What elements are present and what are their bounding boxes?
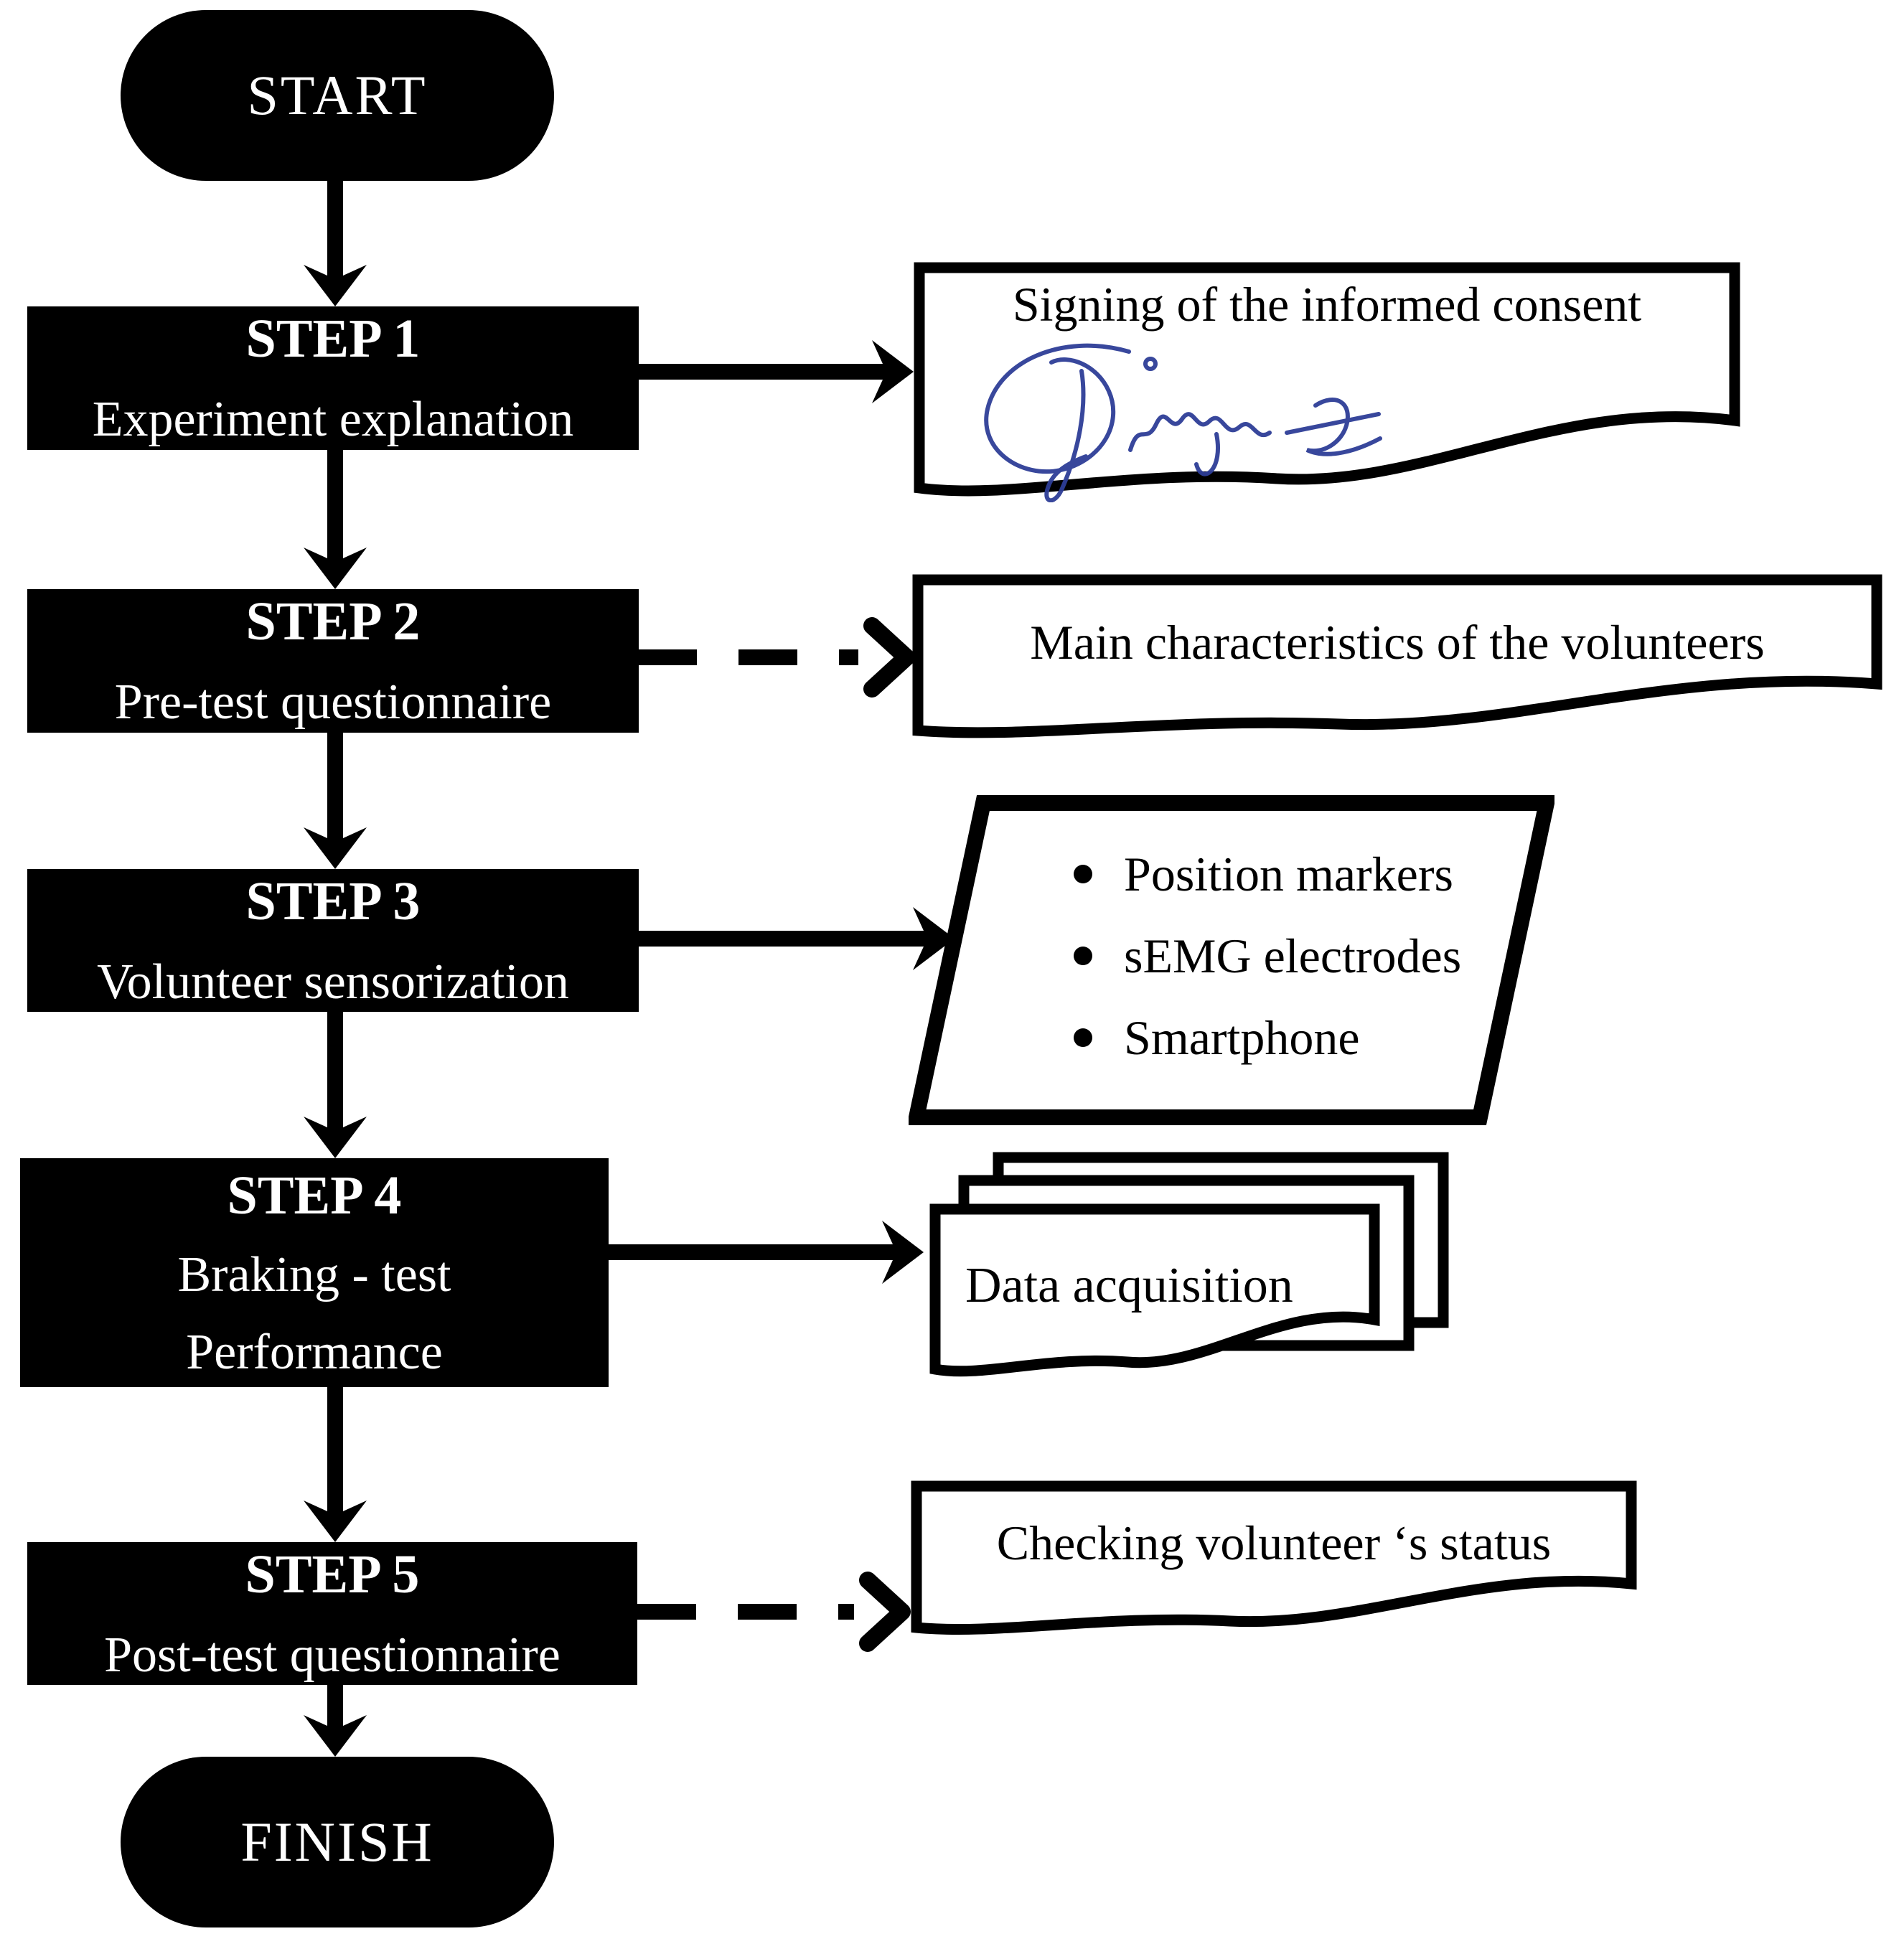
step-2-label: Pre-test questionnaire — [114, 675, 552, 730]
data-acquisition-shape — [929, 1152, 1449, 1377]
step-5-title: STEP 5 — [245, 1544, 420, 1605]
start-label: START — [247, 64, 428, 126]
bullet-icon — [1074, 946, 1092, 965]
status-document-shape — [911, 1480, 1637, 1635]
volunteers-document: Main characteristics of the volunteers — [912, 574, 1882, 741]
step-3-label: Volunteer sensorization — [97, 954, 569, 1010]
finish-label: FINISH — [240, 1811, 434, 1873]
step-3-node: STEP 3 Volunteer sensorization — [27, 869, 639, 1012]
consent-document-shape — [914, 262, 1740, 502]
step-2-title: STEP 2 — [245, 591, 421, 652]
arrow-step4-to-step5 — [304, 1387, 367, 1542]
step-4-node: STEP 4 Braking - test Performance — [20, 1158, 609, 1387]
sensor-item-label: sEMG electrodes — [1124, 928, 1462, 983]
signature-scribble — [984, 343, 1382, 502]
step-3-title: STEP 3 — [245, 870, 421, 931]
bullet-icon — [1074, 1028, 1092, 1047]
step-1-node: STEP 1 Experiment explanation — [27, 306, 639, 450]
consent-label: Signing of the informed consent — [1012, 277, 1642, 332]
arrow-step1-to-step2 — [304, 449, 367, 589]
step-4-title: STEP 4 — [227, 1165, 402, 1226]
step-1-label: Experiment explanation — [92, 392, 574, 447]
sensor-list: Position markers sEMG electrodes Smartph… — [1074, 795, 1461, 1116]
arrow-step2-to-step3 — [304, 733, 367, 869]
data-acquisition-label: Data acquisition — [965, 1258, 1293, 1313]
sensor-item-label: Smartphone — [1124, 1010, 1360, 1065]
status-document: Checking volunteer ‘s status — [911, 1480, 1637, 1637]
volunteers-document-shape — [912, 574, 1882, 738]
sensor-item: sEMG electrodes — [1074, 931, 1461, 980]
sensor-item-label: Position markers — [1124, 846, 1453, 901]
sensor-item: Smartphone — [1074, 1013, 1461, 1062]
step-4-label-line1: Braking - test — [177, 1246, 451, 1302]
arrow-step5-to-finish — [304, 1685, 367, 1757]
start-node: START — [121, 10, 554, 181]
step-4-label-line2: Performance — [186, 1324, 443, 1380]
step-2-node: STEP 2 Pre-test questionnaire — [27, 589, 639, 733]
arrow-start-to-step1 — [304, 179, 367, 306]
arrow-step5-to-status — [637, 1572, 911, 1652]
data-acquisition-stack: Data acquisition — [924, 1152, 1455, 1389]
arrow-step1-to-consent — [638, 340, 914, 403]
consent-document: Signing of the informed consent — [914, 262, 1740, 502]
finish-node: FINISH — [121, 1757, 554, 1927]
step-5-label: Post-test questionnaire — [104, 1627, 561, 1683]
arrow-step3-to-sensors — [638, 907, 955, 970]
bullet-icon — [1074, 864, 1092, 883]
step-1-title: STEP 1 — [245, 309, 421, 369]
status-label: Checking volunteer ‘s status — [996, 1516, 1552, 1570]
sensor-parallelogram: Position markers sEMG electrodes Smartph… — [909, 795, 1554, 1125]
sensor-item: Position markers — [1074, 850, 1461, 898]
volunteers-label: Main characteristics of the volunteers — [1030, 615, 1765, 670]
arrow-step3-to-step4 — [304, 1012, 367, 1158]
arrow-step4-to-data — [609, 1221, 924, 1284]
arrow-step2-to-volunteers — [638, 617, 915, 698]
step-5-node: STEP 5 Post-test questionnaire — [27, 1542, 637, 1685]
